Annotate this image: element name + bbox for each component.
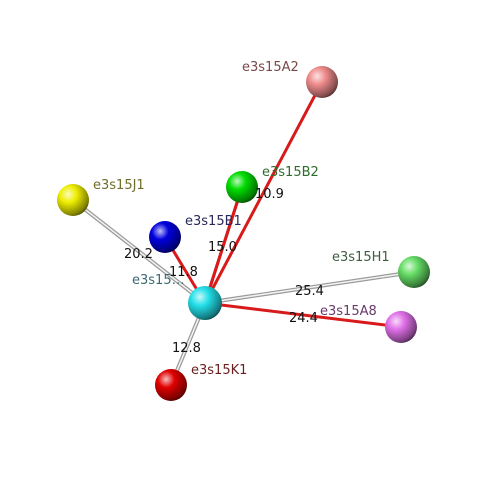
- bond-b2-extra: [203, 185, 244, 305]
- bond-a8: [203, 301, 403, 329]
- atom-h1[interactable]: [398, 256, 430, 288]
- atom-j1[interactable]: [57, 184, 89, 216]
- bond-highlight-j1: [72, 199, 206, 304]
- distance-label-h1: 25.4: [295, 284, 324, 299]
- distance-label-b1: 11.8: [169, 265, 198, 280]
- atom-b2[interactable]: [226, 171, 258, 203]
- atom-label-j1: e3s15J1: [93, 178, 145, 193]
- bond-a2: [203, 80, 324, 305]
- bonds-layer: [71, 80, 416, 387]
- atom-label-center: e3s15…: [132, 273, 185, 288]
- atom-b1[interactable]: [149, 221, 181, 253]
- atom-center[interactable]: [188, 286, 222, 320]
- distance-label-b2: 10.9: [255, 187, 284, 202]
- bond-highlight-h1: [204, 271, 415, 304]
- distance-label-a8: 24.4: [289, 311, 318, 326]
- atom-label-h1: e3s15H1: [332, 250, 390, 265]
- atom-k1[interactable]: [155, 369, 187, 401]
- atom-label-a8: e3s15A8: [320, 304, 377, 319]
- distance-label-k1: 12.8: [172, 341, 201, 356]
- labels-layer: 10.9 20.2 11.8 25.4 24.4 12.8 15.0 e3s15A2 e3s15…: [93, 60, 390, 378]
- distance-label-b2-extra: 15.0: [208, 240, 237, 255]
- atom-a8[interactable]: [385, 311, 417, 343]
- atom-label-k1: e3s15K1: [191, 363, 247, 378]
- atom-label-b1: e3s15B1: [185, 214, 242, 229]
- atom-label-b2: e3s15B2: [262, 165, 319, 180]
- atoms-layer: e3s15…: [57, 66, 430, 401]
- atom-label-a2: e3s15A2: [242, 60, 299, 75]
- atom-a2[interactable]: [306, 66, 338, 98]
- distance-label-j1: 20.2: [124, 247, 153, 262]
